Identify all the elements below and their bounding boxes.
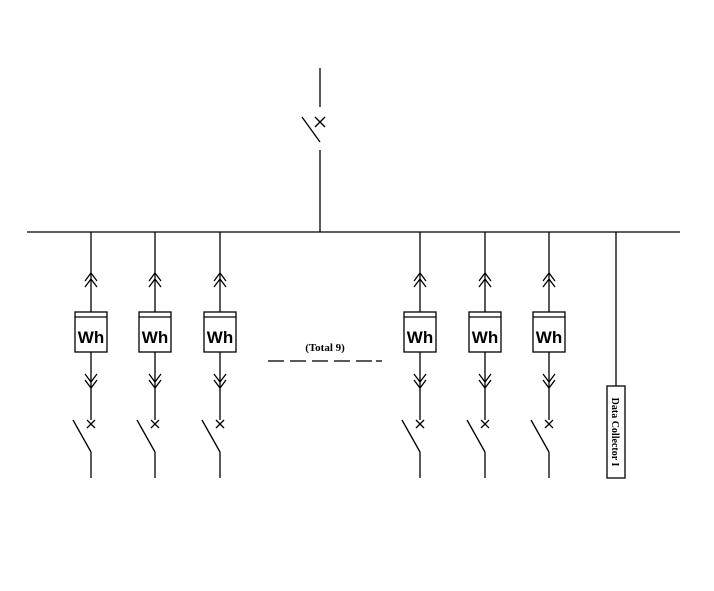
feeder-2: Wh: [136, 232, 172, 478]
breaker-blade: [72, 419, 92, 453]
breaker-blade: [201, 419, 221, 453]
up-arrow-icon: [84, 271, 98, 282]
meter-label: Wh: [207, 328, 233, 347]
feeder-1: Wh: [72, 232, 108, 478]
feeder-5: Wh: [466, 232, 502, 478]
meter-label: Wh: [472, 328, 498, 347]
energy-meter: Wh: [532, 311, 566, 353]
down-arrow-icon: [84, 373, 98, 384]
energy-meter: Wh: [203, 311, 237, 353]
outgoing-feeders: Wh Wh Wh Wh Wh Wh: [72, 232, 566, 478]
meter-label: Wh: [78, 328, 104, 347]
breaker-blade: [136, 419, 156, 453]
data-collector-box: [606, 385, 626, 479]
energy-meter: Wh: [403, 311, 437, 353]
meter-label: Wh: [142, 328, 168, 347]
down-arrow-icon: [413, 373, 427, 384]
down-arrow-icon: [213, 373, 227, 384]
down-arrow-icon: [478, 373, 492, 384]
data-collector: Data Collector I: [606, 232, 626, 479]
breaker-blade: [401, 419, 421, 453]
data-collector-label: Data Collector I: [609, 398, 620, 467]
energy-meter: Wh: [74, 311, 108, 353]
meter-label: Wh: [536, 328, 562, 347]
up-arrow-icon: [148, 271, 162, 282]
breaker-blade: [466, 419, 486, 453]
incoming-feeder: [301, 68, 326, 232]
meter-label: Wh: [407, 328, 433, 347]
up-arrow-icon: [213, 271, 227, 282]
total-count-label: (Total 9): [305, 342, 345, 354]
up-arrow-icon: [413, 271, 427, 282]
feeder-3: Wh: [201, 232, 237, 478]
down-arrow-icon: [148, 373, 162, 384]
up-arrow-icon: [478, 271, 492, 282]
incoming-breaker-blade: [301, 116, 321, 143]
up-arrow-icon: [542, 271, 556, 282]
energy-meter: Wh: [138, 311, 172, 353]
energy-meter: Wh: [468, 311, 502, 353]
breaker-blade: [530, 419, 550, 453]
down-arrow-icon: [542, 373, 556, 384]
feeder-4: Wh: [401, 232, 437, 478]
feeder-6: Wh: [530, 232, 566, 478]
